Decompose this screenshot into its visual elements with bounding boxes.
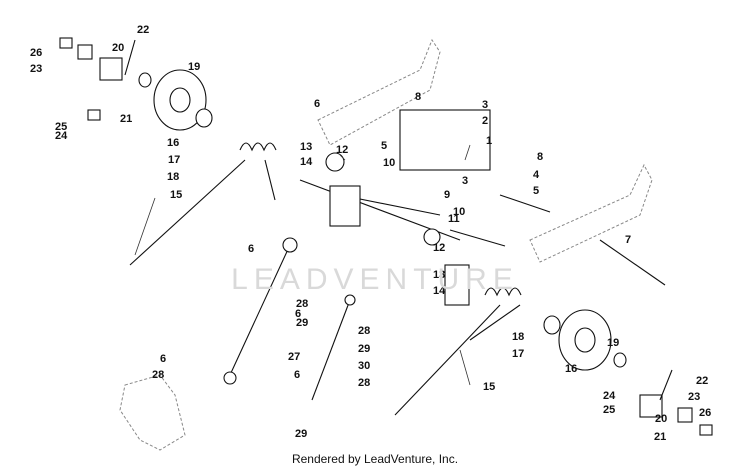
- callout-19: 19: [188, 61, 200, 73]
- callout-24: 24: [55, 130, 68, 142]
- callout-14: 14: [433, 285, 446, 297]
- callout-24: 24: [603, 390, 616, 402]
- callout-28: 28: [358, 325, 370, 337]
- callout-16: 16: [565, 363, 577, 375]
- callout-16: 16: [167, 137, 179, 149]
- callout-30: 30: [358, 360, 370, 372]
- callout-10: 10: [453, 206, 465, 218]
- callout-13: 13: [433, 269, 445, 281]
- callout-17: 17: [168, 154, 180, 166]
- upper-left-spring: [129, 142, 277, 266]
- callout-15: 15: [170, 189, 182, 201]
- callout-20: 20: [655, 413, 667, 425]
- callout-6: 6: [295, 308, 301, 320]
- callout-8: 8: [537, 151, 543, 163]
- callout-29: 29: [358, 343, 370, 355]
- callout-26: 26: [699, 407, 711, 419]
- callout-19: 19: [607, 337, 619, 349]
- watermark: LEADVENTURE: [231, 263, 519, 296]
- callout-6: 6: [248, 243, 254, 255]
- callout-5: 5: [533, 185, 539, 197]
- callout-25: 25: [55, 121, 67, 133]
- callout-13: 13: [300, 141, 312, 153]
- callout-4: 4: [533, 169, 540, 181]
- callout-10: 10: [383, 157, 395, 169]
- center-arm-assembly: [299, 109, 551, 306]
- callout-2: 2: [482, 115, 488, 127]
- callout-18: 18: [512, 331, 524, 343]
- callout-12: 12: [433, 242, 445, 254]
- callout-1: 1: [486, 135, 492, 147]
- callout-25: 25: [603, 404, 615, 416]
- shock-absorber: [223, 237, 298, 385]
- callout-7: 7: [625, 234, 631, 246]
- callout-23: 23: [30, 63, 42, 75]
- left-rail-slide: [317, 38, 441, 146]
- callout-8: 8: [415, 91, 421, 103]
- callout-17: 17: [512, 348, 524, 360]
- upper-left-wheel-assembly: [59, 37, 213, 131]
- callout-6: 6: [160, 353, 166, 365]
- callout-18: 18: [167, 171, 179, 183]
- callout-14: 14: [300, 156, 313, 168]
- callout-11: 11: [448, 213, 460, 225]
- callout-28: 28: [358, 377, 370, 389]
- callout-29: 29: [296, 317, 308, 329]
- right-rail-slide: [529, 163, 653, 263]
- callout-26: 26: [30, 47, 42, 59]
- callout-20: 20: [112, 42, 124, 54]
- callout-6: 6: [294, 369, 300, 381]
- callout-9: 9: [444, 189, 450, 201]
- callout-15: 15: [483, 381, 495, 393]
- callout-22: 22: [137, 24, 149, 36]
- callout-21: 21: [654, 431, 666, 443]
- callout-3: 3: [462, 175, 468, 187]
- callout-5: 5: [381, 140, 387, 152]
- callout-6: 6: [314, 98, 320, 110]
- callout-21: 21: [120, 113, 132, 125]
- callout-3: 3: [482, 99, 488, 111]
- callout-12: 12: [336, 144, 348, 156]
- callout-22: 22: [696, 375, 708, 387]
- leader-lines: [134, 144, 471, 386]
- callout-28: 28: [152, 369, 164, 381]
- lower-right-wheel-assembly: [543, 309, 713, 436]
- connecting-link: [311, 294, 356, 401]
- bracket-mount: [119, 374, 186, 451]
- lower-right-spring: [394, 287, 522, 416]
- long-bolt: [599, 239, 666, 286]
- callout-23: 23: [688, 391, 700, 403]
- callout-29: 29: [295, 428, 307, 440]
- callout-27: 27: [288, 351, 300, 363]
- credit-text: Rendered by LeadVenture, Inc.: [291, 452, 459, 466]
- callout-28: 28: [296, 298, 308, 310]
